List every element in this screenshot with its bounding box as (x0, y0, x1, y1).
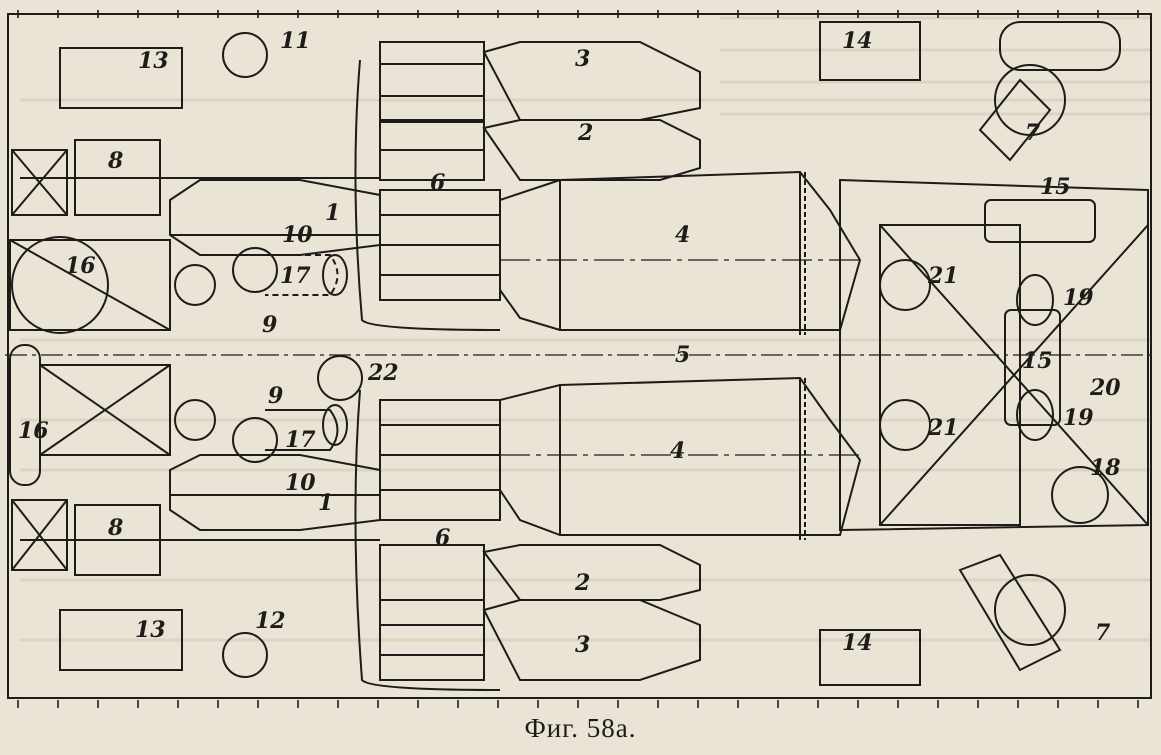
fan-7-bottom (958, 553, 1066, 672)
label-13-bottom: 13 (135, 617, 166, 643)
bleed-through-text (20, 16, 1150, 642)
label-12: 12 (255, 608, 286, 634)
turbine-bottom (169, 454, 381, 531)
label-6-bottom: 6 (435, 525, 450, 551)
callout-labels: 3 2 6 1 10 4 17 9 16 8 13 11 14 7 15 21 … (18, 28, 1121, 658)
generator-top (74, 139, 161, 216)
generator-bottom (74, 504, 161, 576)
label-9-bottom: 9 (268, 383, 283, 409)
ruler-ticks (17, 10, 1139, 708)
label-4-bottom: 4 (670, 438, 685, 464)
label-3-bottom: 3 (575, 632, 590, 658)
label-17-bottom: 17 (285, 427, 316, 453)
boilers-bottom (379, 544, 701, 681)
label-2-top: 2 (577, 120, 593, 146)
pump-12 (222, 632, 268, 678)
label-17-top: 17 (280, 263, 311, 289)
label-13-top: 13 (138, 48, 169, 74)
figure-caption: Фиг. 58а. (524, 713, 637, 743)
label-4-top: 4 (675, 222, 690, 248)
label-1-bottom: 1 (318, 490, 333, 516)
label-8-bottom: 8 (107, 515, 123, 541)
drawing-lines (5, 13, 1152, 699)
label-16-top: 16 (65, 253, 96, 279)
unit-15-top (984, 199, 1096, 243)
tank-14-bottom (819, 629, 921, 686)
vessel-16-top (11, 236, 109, 334)
label-21-bottom: 21 (927, 415, 959, 441)
label-2-bottom: 2 (574, 570, 590, 596)
label-11: 11 (280, 28, 311, 54)
label-6-top: 6 (430, 170, 445, 196)
label-10-top: 10 (282, 222, 313, 248)
tank-13-bottom (59, 609, 183, 671)
label-16-bottom: 16 (18, 418, 49, 444)
label-20: 20 (1089, 375, 1121, 401)
pump-18 (1051, 466, 1109, 524)
pump-22 (317, 355, 363, 401)
label-1-top: 1 (325, 200, 340, 226)
unit-19-bottom (1016, 389, 1054, 441)
label-3-top: 3 (575, 46, 590, 72)
label-7-top: 7 (1025, 120, 1041, 146)
label-5: 5 (675, 342, 690, 368)
label-9-top: 9 (262, 312, 277, 338)
label-15-mid: 15 (1022, 348, 1053, 374)
label-15-top: 15 (1040, 174, 1071, 200)
turbine-top (169, 179, 381, 256)
unit-15-mid (1004, 309, 1061, 426)
tank-13-top (59, 47, 183, 109)
frame (7, 13, 1152, 699)
label-18: 18 (1090, 455, 1121, 481)
tank-14-top (819, 21, 921, 81)
unit-19-top (1016, 274, 1054, 326)
engine-bottom (354, 376, 862, 691)
label-14-bottom: 14 (842, 630, 873, 656)
label-19-bottom: 19 (1063, 405, 1094, 431)
fan-7-top (978, 21, 1121, 162)
label-19-top: 19 (1063, 285, 1094, 311)
label-8-top: 8 (107, 148, 123, 174)
label-14-top: 14 (842, 28, 873, 54)
pump-11 (222, 32, 268, 78)
label-22: 22 (367, 360, 399, 386)
label-10-bottom: 10 (285, 470, 316, 496)
label-21-top: 21 (927, 263, 959, 289)
label-7-bottom: 7 (1095, 620, 1111, 646)
engine-top (379, 170, 862, 335)
boilers-top (354, 41, 701, 331)
